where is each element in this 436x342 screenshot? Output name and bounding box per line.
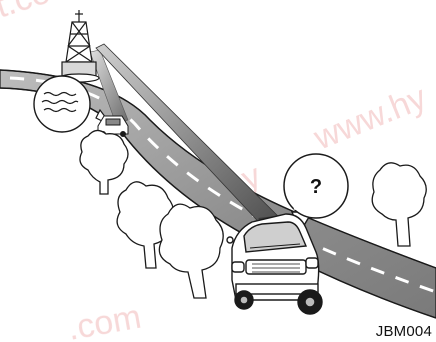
figure-code-label: JBM004 (374, 323, 434, 340)
watermark-text-2: www.hy (308, 78, 432, 157)
watermark-text-4: .com (65, 298, 144, 342)
question-mark: ? (310, 176, 322, 198)
tree-icon (80, 130, 128, 194)
broadcast-tower-icon (59, 10, 99, 82)
tree-icon (159, 204, 223, 298)
tree-icon (372, 163, 426, 246)
watermark-text-1: t.co (0, 0, 55, 26)
